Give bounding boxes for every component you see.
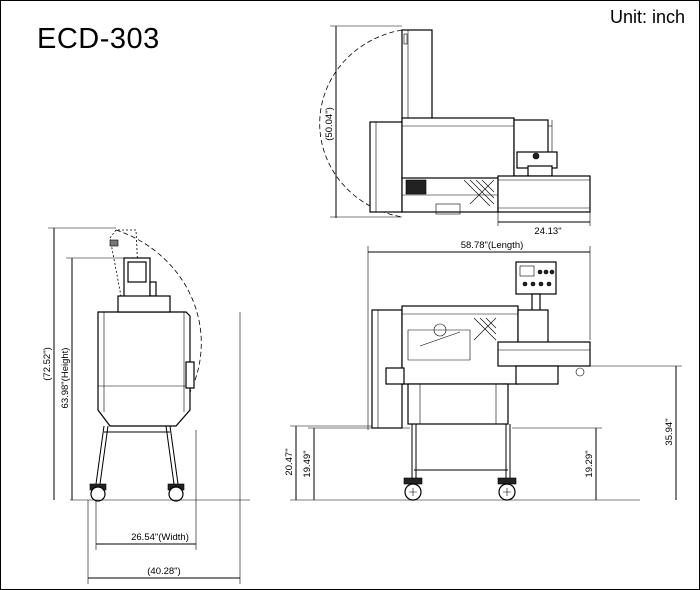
top-infeed-hopper bbox=[369, 121, 403, 213]
dim-infeed-height: 20.47" bbox=[284, 448, 295, 475]
front-casters bbox=[89, 483, 185, 502]
side-conveyor bbox=[497, 341, 591, 367]
top-main-body bbox=[401, 117, 515, 181]
model-title: ECD-303 bbox=[37, 23, 160, 55]
dim-width: 26.54"(Width) bbox=[131, 532, 189, 543]
dim-overall-height: (72.52") bbox=[42, 347, 53, 380]
dim-height: 63.98"(Height) bbox=[60, 348, 71, 409]
side-hatch bbox=[473, 317, 497, 341]
front-view: (72.52") 63.98"(Height) 26.54"(Width) (4… bbox=[42, 227, 250, 584]
dim-outfeed-belt: 19.29" bbox=[584, 450, 595, 477]
length-dimension: 58.78"(Length) bbox=[367, 240, 591, 430]
dim-infeed-belt: 19.49" bbox=[302, 450, 313, 477]
side-base bbox=[407, 383, 509, 425]
side-casters bbox=[403, 477, 517, 501]
side-control-panel bbox=[515, 261, 557, 295]
dim-overall-width: (40.28") bbox=[147, 566, 180, 577]
top-view: (50.04") 24.13" bbox=[319, 25, 591, 237]
top-swing-arc bbox=[319, 29, 403, 218]
dim-length: 58.78"(Length) bbox=[461, 240, 524, 251]
unit-label: Unit: inch bbox=[609, 7, 685, 27]
top-conveyor bbox=[497, 175, 591, 213]
dim-conveyor-height: 35.94" bbox=[664, 418, 675, 445]
top-hatch bbox=[463, 179, 495, 207]
front-main-body bbox=[97, 311, 191, 427]
dim-top-swing: (50.04") bbox=[324, 107, 335, 140]
dim-top-depth: 24.13" bbox=[534, 226, 561, 237]
front-swing-arc bbox=[115, 229, 202, 401]
side-view: 20.47" 19.49" 19.29" 35.94" bbox=[284, 261, 682, 501]
